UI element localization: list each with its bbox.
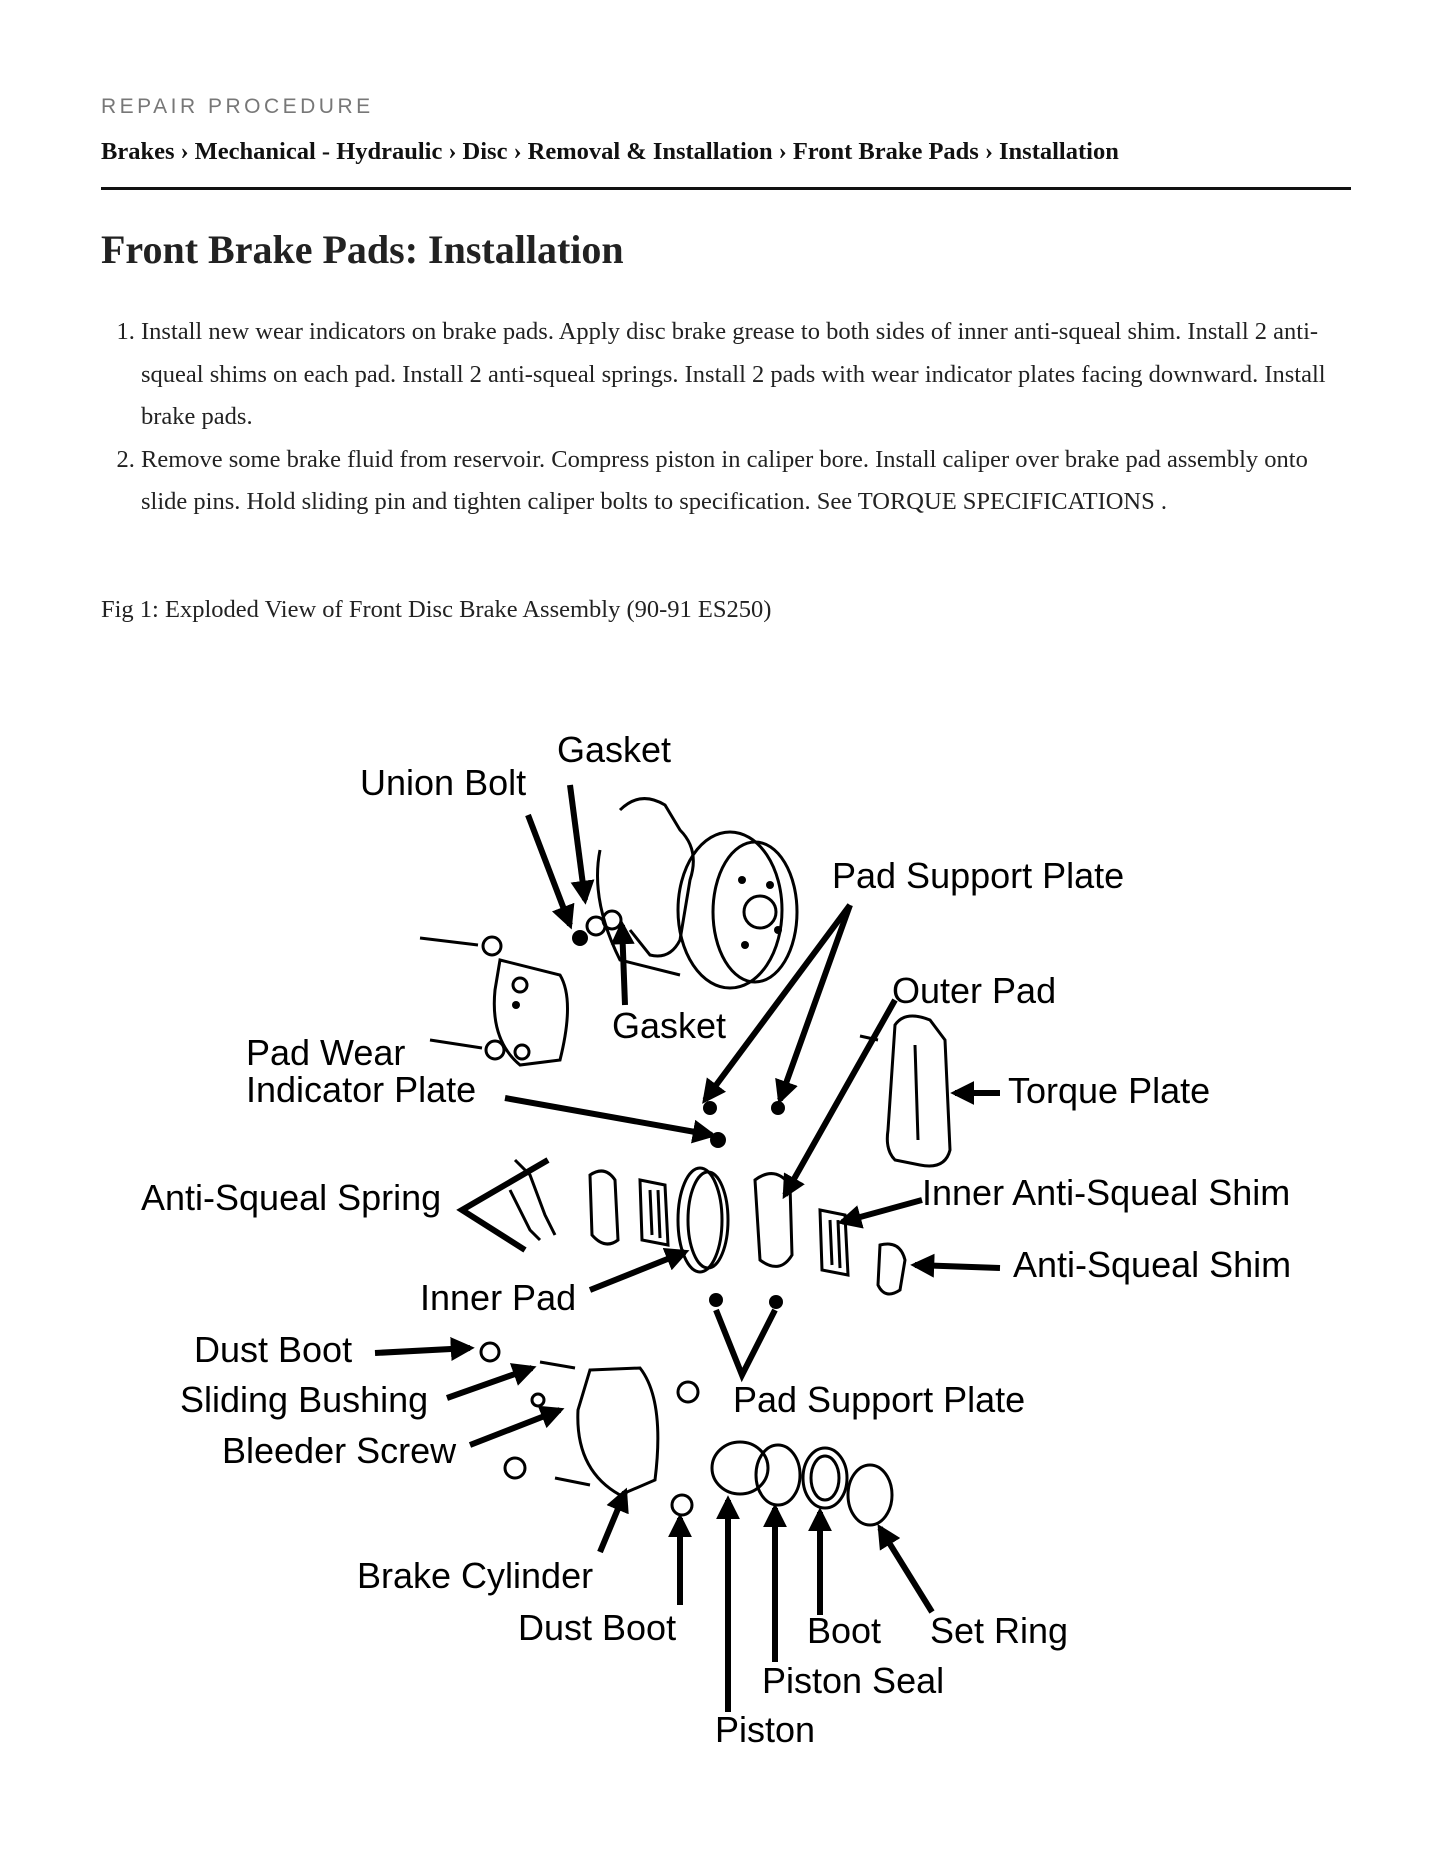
label-indicator-plate: Indicator Plate (246, 1069, 476, 1110)
label-piston-seal: Piston Seal (762, 1660, 944, 1701)
label-piston: Piston (715, 1709, 815, 1750)
disc-rotor-illustration (596, 797, 799, 990)
label-dust-boot-left: Dust Boot (194, 1329, 352, 1370)
breadcrumb-item[interactable]: Removal & Installation (527, 138, 773, 165)
procedure-step: Remove some brake fluid from reservoir. … (141, 439, 1351, 524)
breadcrumb-item[interactable]: Front Brake Pads (792, 138, 979, 165)
breadcrumb-item[interactable]: Disc (462, 138, 508, 165)
label-anti-squeal-shim: Anti-Squeal Shim (1013, 1244, 1291, 1285)
breadcrumb-item-current: Installation (999, 138, 1119, 165)
section-kicker: REPAIR PROCEDURE (101, 95, 374, 118)
figure-caption: Fig 1: Exploded View of Front Disc Brake… (101, 596, 772, 623)
breadcrumb-separator: › (180, 138, 189, 165)
procedure-step: Install new wear indicators on brake pad… (141, 311, 1351, 439)
leader-arrows (374, 784, 1001, 1712)
label-set-ring: Set Ring (930, 1610, 1068, 1651)
breadcrumb-separator: › (448, 138, 457, 165)
label-inner-pad: Inner Pad (420, 1277, 576, 1318)
label-union-bolt: Union Bolt (360, 762, 526, 803)
breadcrumb-item[interactable]: Mechanical - Hydraulic (194, 138, 443, 165)
label-dust-boot-bottom: Dust Boot (518, 1607, 676, 1648)
brake-cylinder-illustration (479, 1341, 894, 1527)
header-divider (101, 187, 1351, 190)
upper-caliper-illustration (419, 935, 569, 1067)
breadcrumb: Brakes›Mechanical - Hydraulic›Disc›Remov… (101, 138, 1119, 166)
label-pad-support-plate-top: Pad Support Plate (832, 855, 1124, 896)
label-gasket-mid: Gasket (612, 1005, 726, 1046)
label-sliding-bushing: Sliding Bushing (180, 1379, 428, 1420)
label-outer-pad: Outer Pad (892, 970, 1056, 1011)
label-anti-squeal-spring: Anti-Squeal Spring (141, 1177, 441, 1218)
label-torque-plate: Torque Plate (1008, 1070, 1210, 1111)
label-gasket-top: Gasket (557, 729, 671, 770)
page-title: Front Brake Pads: Installation (101, 227, 624, 272)
breadcrumb-item[interactable]: Brakes (101, 138, 175, 165)
pads-and-shims-illustration (508, 1101, 907, 1309)
label-pad-support-plate-bottom: Pad Support Plate (733, 1379, 1025, 1420)
label-pad-wear: Pad Wear (246, 1032, 405, 1073)
label-brake-cylinder: Brake Cylinder (357, 1555, 593, 1596)
label-boot: Boot (807, 1610, 881, 1651)
label-bleeder-screw: Bleeder Screw (222, 1430, 457, 1471)
breadcrumb-separator: › (778, 138, 787, 165)
label-inner-anti-squeal-shim: Inner Anti-Squeal Shim (922, 1172, 1290, 1213)
breadcrumb-separator: › (513, 138, 522, 165)
torque-plate-illustration (859, 1014, 952, 1168)
union-bolt-illustration (572, 909, 623, 946)
breadcrumb-separator: › (984, 138, 994, 165)
procedure-steps: Install new wear indicators on brake pad… (101, 311, 1351, 524)
